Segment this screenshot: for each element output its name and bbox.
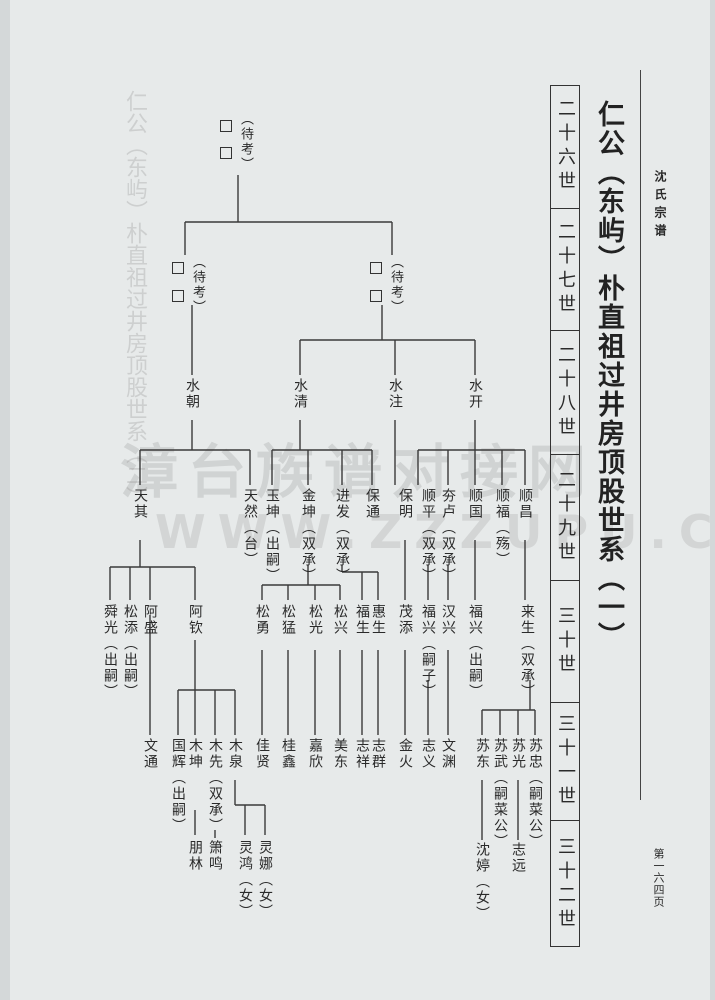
generation-column: 二十六世 二十七世 二十八世 二十九世 三十世 三十一世 三十二世	[550, 85, 580, 947]
person-name: 松兴	[332, 604, 348, 636]
generation-27: 二十七世	[551, 208, 579, 331]
person-name: 志群	[370, 738, 386, 770]
person-name: 保通	[364, 488, 380, 520]
person-name: 灵鸿（女）	[237, 840, 253, 920]
unknown-name-box	[172, 290, 184, 302]
person-name: 苏光	[510, 738, 526, 770]
watermark-url: WWW.ZZZUPU.COM	[155, 505, 715, 559]
person-name: 玉坤（出嗣）	[264, 488, 280, 584]
person-name: 箫鸣	[207, 840, 223, 872]
person-name: 顺平（双承）	[420, 488, 436, 584]
person-name: 天然（台）	[242, 488, 258, 568]
person-name: 嘉欣	[307, 738, 323, 770]
person-name: 福生	[354, 604, 370, 636]
person-name: 松光	[307, 604, 323, 636]
person-name: 苏忠（嗣菜公）	[527, 738, 543, 850]
person-name: 福兴（出嗣）	[467, 604, 483, 700]
person-name: 松勇	[254, 604, 270, 636]
person-name: 朋林	[187, 840, 203, 872]
person-name: 保明	[397, 488, 413, 520]
page-title: 仁公（东屿）朴直祖过井房顶股世系（一）	[593, 100, 624, 651]
unknown-note: （待考）	[238, 112, 253, 172]
person-name: 木坤	[187, 738, 203, 770]
person-name: 志祥	[354, 738, 370, 770]
tree-lines	[109, 175, 536, 840]
generation-30: 三十世	[551, 580, 579, 703]
person-name: 水朝	[184, 378, 200, 410]
person-name: 汉兴	[440, 604, 456, 636]
person-name: 苏东	[474, 738, 490, 770]
unknown-name-box	[220, 147, 232, 159]
person-name: 灵娜（女）	[257, 840, 273, 920]
unknown-name-box	[370, 290, 382, 302]
person-name: 文通	[142, 738, 158, 770]
header-rule	[640, 70, 641, 800]
person-name: 阿钦	[187, 604, 203, 636]
person-name: 志义	[420, 738, 436, 770]
person-name: 美东	[332, 738, 348, 770]
person-name: 苏武（嗣菜公）	[492, 738, 508, 850]
person-name: 国辉（出嗣）	[170, 738, 186, 834]
person-name: 金火	[397, 738, 413, 770]
generation-26: 二十六世	[555, 99, 576, 195]
person-name: 志远	[510, 842, 526, 874]
person-name: 水注	[387, 378, 403, 410]
person-name: 舜光（出嗣）	[102, 604, 118, 700]
person-name: 顺昌	[517, 488, 533, 520]
person-name: 茂添	[397, 604, 413, 636]
generation-29: 二十九世	[551, 454, 579, 581]
genealogy-page: 仁公（东屿）朴直祖过井房顶股世系（二） 漳台族谱对接网 WWW.ZZZUPU.C…	[10, 0, 715, 1000]
person-name: 桂鑫	[280, 738, 296, 770]
bleed-through-text: 仁公（东屿）朴直祖过井房顶股世系（二）	[122, 90, 147, 508]
person-name: 木先（双承）	[207, 738, 223, 834]
person-name: 顺福（殇）	[494, 488, 510, 568]
book-title: 沈氏宗谱	[653, 170, 667, 242]
person-name: 沈婷（女）	[474, 842, 490, 922]
unknown-note: （待考）	[190, 255, 205, 315]
person-name: 顺国	[467, 488, 483, 520]
person-name: 进发（双承）	[334, 488, 350, 584]
person-name: 来生（双承）	[519, 604, 535, 700]
person-name: 松添（出嗣）	[122, 604, 138, 700]
unknown-name-box	[370, 262, 382, 274]
unknown-note: （待考）	[388, 255, 403, 315]
person-name: 惠生	[370, 604, 386, 636]
person-name: 水清	[292, 378, 308, 410]
generation-32: 三十二世	[551, 820, 579, 949]
person-name: 福兴（嗣子）	[420, 604, 436, 700]
person-name: 木泉	[227, 738, 243, 770]
person-name: 夯卢（双承）	[440, 488, 456, 584]
person-name: 天其	[132, 488, 148, 520]
person-name: 松猛	[280, 604, 296, 636]
page-number: 第一六四页	[652, 848, 665, 908]
person-name: 文渊	[440, 738, 456, 770]
generation-31: 三十一世	[551, 702, 579, 821]
person-name: 佳贤	[254, 738, 270, 770]
unknown-name-box	[172, 262, 184, 274]
unknown-name-box	[220, 120, 232, 132]
person-name: 阿盛	[142, 604, 158, 636]
generation-28: 二十八世	[551, 330, 579, 455]
person-name: 水开	[467, 378, 483, 410]
person-name: 金坤（双承）	[300, 488, 316, 584]
